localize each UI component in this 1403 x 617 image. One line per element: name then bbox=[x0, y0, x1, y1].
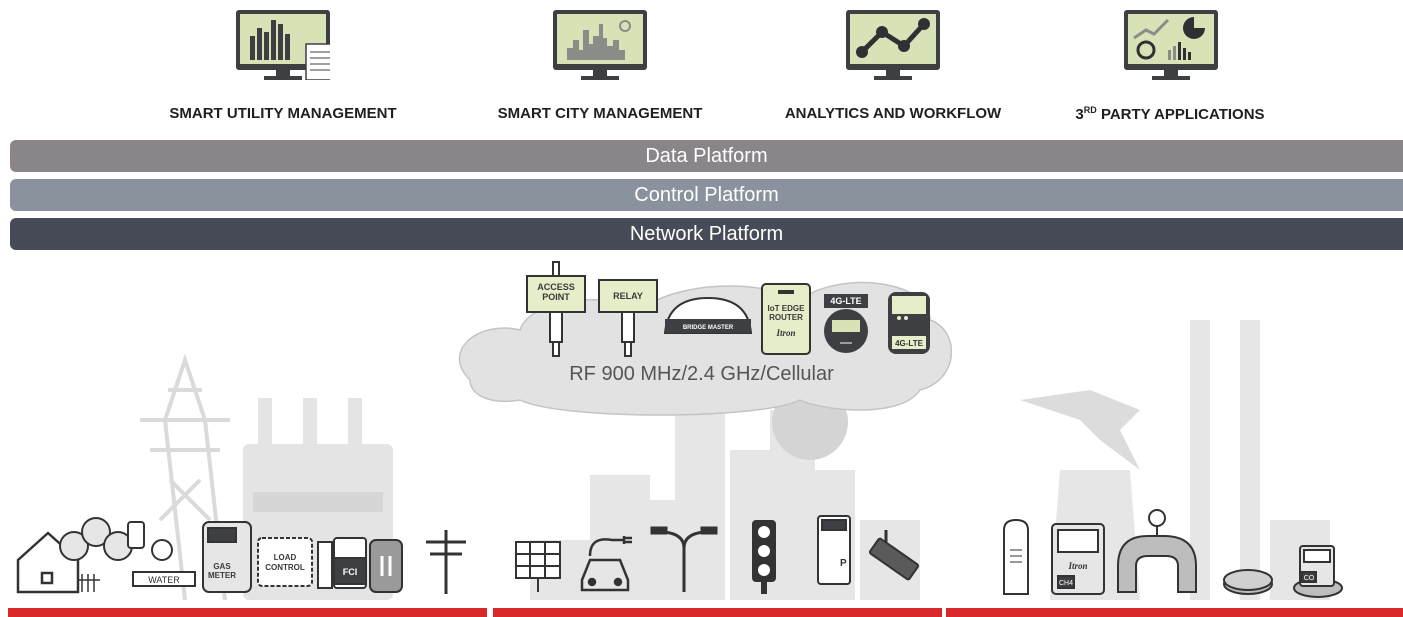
app-label-analytics: ANALYTICS AND WORKFLOW bbox=[784, 105, 1002, 122]
svg-text:METER: METER bbox=[208, 571, 236, 580]
load-control-icon: LOAD CONTROL bbox=[257, 537, 313, 587]
access-point-device: ACCESS POINT bbox=[526, 261, 586, 357]
bridge-master-device: BRIDGE MASTER bbox=[663, 296, 753, 334]
cloud-frequency-label: RF 900 MHz/2.4 GHz/Cellular bbox=[569, 363, 834, 385]
electric-car-icon bbox=[580, 536, 632, 592]
utility-segment-line bbox=[8, 608, 487, 617]
line-graph-monitor-icon bbox=[846, 10, 940, 80]
lte-module-device: 4G-LTE bbox=[888, 292, 930, 354]
control-platform-bar: Control Platform bbox=[10, 179, 1403, 211]
manhole-sensor-icon bbox=[1223, 569, 1273, 595]
svg-text:IoT EDGE: IoT EDGE bbox=[768, 304, 806, 313]
svg-text:CH4: CH4 bbox=[1059, 580, 1073, 587]
dashboard-monitor-icon bbox=[1124, 10, 1218, 80]
svg-text:CO: CO bbox=[1304, 575, 1315, 582]
network-platform-bar: Network Platform bbox=[10, 218, 1403, 250]
street-light-icon bbox=[650, 526, 718, 592]
industrial-segment-line bbox=[946, 608, 1403, 617]
security-camera-icon bbox=[868, 530, 920, 581]
svg-text:4G-LTE: 4G-LTE bbox=[830, 296, 861, 306]
solar-panel-icon bbox=[515, 541, 561, 592]
city-skyline-icon bbox=[530, 384, 920, 600]
svg-text:Itron: Itron bbox=[775, 328, 795, 338]
svg-text:P: P bbox=[840, 558, 847, 569]
water-meter-icon: WATER bbox=[127, 521, 196, 587]
utility-pole-icon bbox=[426, 530, 466, 594]
line-sensor-icon bbox=[369, 539, 403, 593]
parking-meter-icon: P bbox=[817, 515, 851, 585]
network-scene: ACCESS POINT RELAY BRIDGE MASTER IoT EDG… bbox=[16, 261, 1343, 601]
app-label-smart-city: SMART CITY MANAGEMENT bbox=[497, 105, 703, 122]
svg-text:RELAY: RELAY bbox=[613, 291, 643, 301]
app-label-smart-utility: SMART UTILITY MANAGEMENT bbox=[169, 105, 397, 122]
city-segment-line bbox=[493, 608, 942, 617]
svg-text:ROUTER: ROUTER bbox=[769, 313, 803, 322]
transmission-tower-icon bbox=[140, 353, 230, 601]
svg-text:ACCESS: ACCESS bbox=[537, 282, 575, 292]
city-skyline-monitor-icon bbox=[553, 10, 647, 80]
data-platform-bar: Data Platform bbox=[10, 140, 1403, 172]
traffic-light-icon bbox=[752, 520, 776, 594]
relay-device: RELAY bbox=[598, 279, 658, 357]
co-sensor-icon: CO bbox=[1293, 545, 1343, 598]
lte-meter-device: 4G-LTE bbox=[824, 294, 868, 353]
svg-text:4G-LTE: 4G-LTE bbox=[895, 339, 924, 348]
svg-text:GAS: GAS bbox=[213, 562, 231, 571]
methane-detector-icon: Itron CH4 bbox=[1051, 523, 1105, 595]
svg-text:LOAD: LOAD bbox=[274, 553, 297, 562]
fci-icon: FCI bbox=[317, 537, 367, 589]
bar-chart-document-monitor-icon bbox=[236, 10, 330, 80]
gas-meter-icon: GAS METER bbox=[202, 521, 252, 593]
iot-edge-router-device: IoT EDGE ROUTER Itron bbox=[761, 283, 811, 355]
app-label-third-party: 3RD PARTY APPLICATIONS bbox=[1075, 105, 1265, 123]
svg-text:Itron: Itron bbox=[1067, 561, 1087, 571]
svg-text:WATER: WATER bbox=[148, 575, 180, 585]
pipeline-valve-icon bbox=[1117, 509, 1197, 593]
svg-text:POINT: POINT bbox=[542, 292, 570, 302]
svg-text:FCI: FCI bbox=[343, 567, 358, 577]
svg-text:BRIDGE MASTER: BRIDGE MASTER bbox=[683, 325, 734, 331]
svg-text:CONTROL: CONTROL bbox=[265, 563, 305, 572]
gas-pump-sensor-icon bbox=[1003, 518, 1029, 595]
electric-meters-icon bbox=[59, 517, 133, 561]
